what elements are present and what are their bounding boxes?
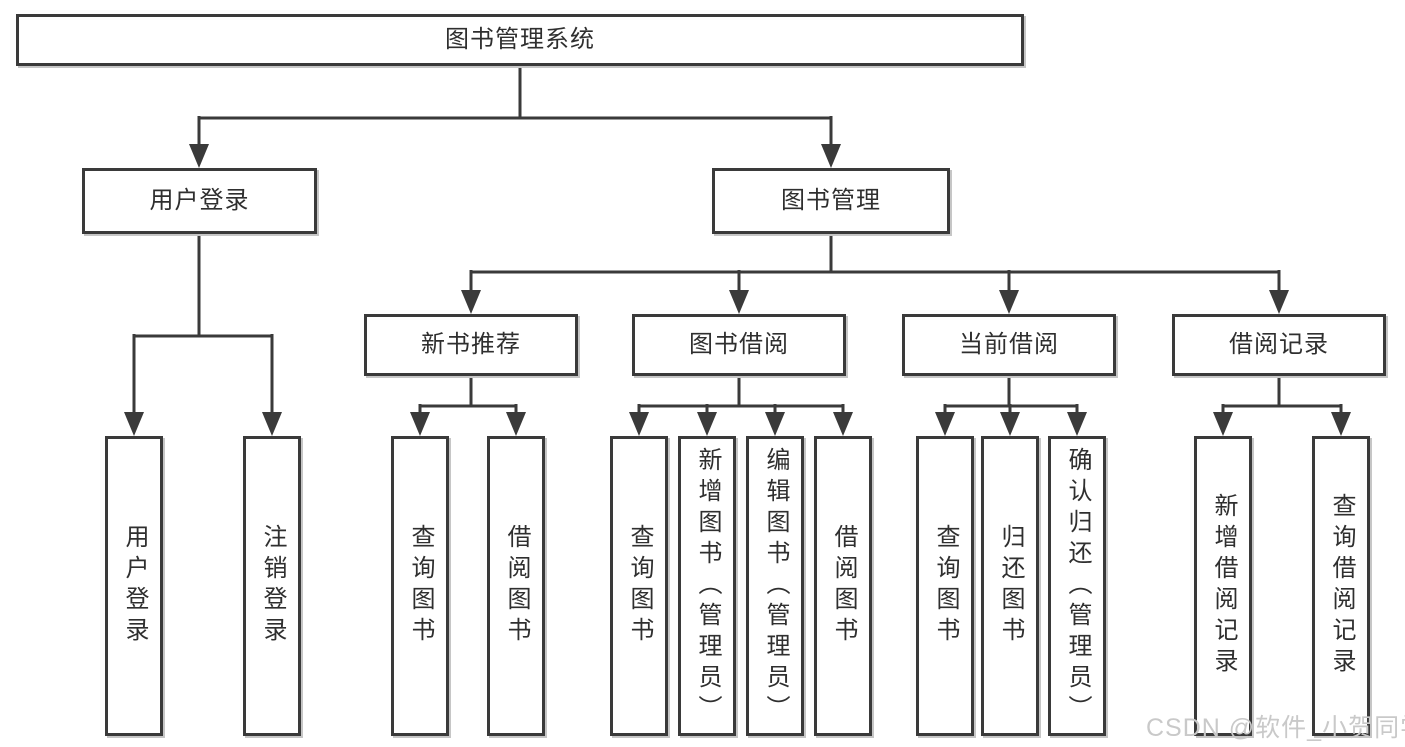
leaf-borrow-books-2: 借阅图书 [814, 436, 872, 736]
node-borrowing-records: 借阅记录 [1172, 314, 1386, 376]
leaf-logout: 注销登录 [243, 436, 301, 736]
leaf-return-books: 归还图书 [981, 436, 1039, 736]
leaf-add-borrow-record: 新增借阅记录 [1194, 436, 1252, 736]
node-current-borrowing: 当前借阅 [902, 314, 1116, 376]
node-user-login: 用户登录 [82, 168, 317, 234]
leaf-add-book-admin: 新增图书（管理员） [678, 436, 736, 736]
node-library-management-system: 图书管理系统 [16, 14, 1024, 66]
node-new-book-recommendation: 新书推荐 [364, 314, 578, 376]
leaf-user-login: 用户登录 [105, 436, 163, 736]
leaf-edit-book-admin: 编辑图书（管理员） [746, 436, 804, 736]
leaf-query-borrow-record: 查询借阅记录 [1312, 436, 1370, 736]
arrowheads [124, 144, 1351, 436]
leaf-confirm-return-admin: 确认归还（管理员） [1048, 436, 1106, 736]
leaf-query-books-3: 查询图书 [916, 436, 974, 736]
leaf-query-books-1: 查询图书 [391, 436, 449, 736]
leaf-borrow-books-1: 借阅图书 [487, 436, 545, 736]
node-book-borrowing: 图书借阅 [632, 314, 846, 376]
watermark-text: CSDN @软件_小贺同学 [1146, 714, 1405, 742]
node-book-management: 图书管理 [712, 168, 950, 234]
leaf-query-books-2: 查询图书 [610, 436, 668, 736]
